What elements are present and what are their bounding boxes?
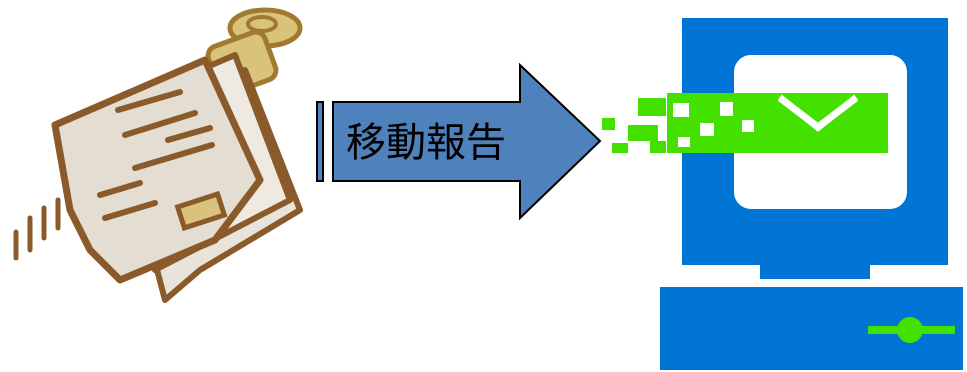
computer-email-icon: [602, 18, 963, 370]
arrow-shape: [332, 62, 602, 221]
flying-papers-icon: [13, 7, 303, 303]
report-arrow: 移動報告: [316, 62, 602, 221]
arrow-label: 移動報告: [346, 120, 506, 166]
arrow-tail-bar: [316, 101, 324, 182]
envelope-icon: [602, 93, 739, 153]
